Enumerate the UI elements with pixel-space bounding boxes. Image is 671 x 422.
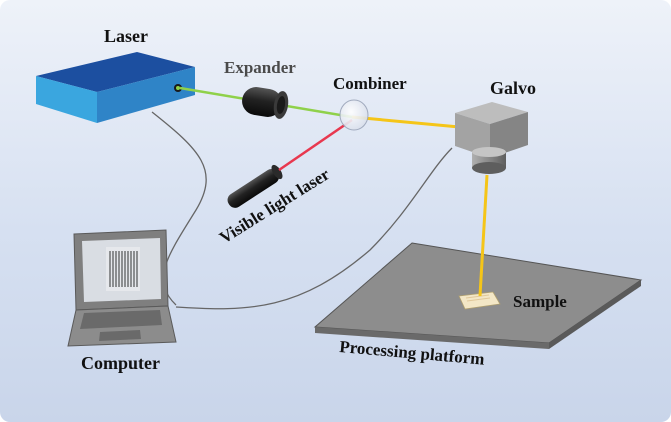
combiner [339,99,369,131]
label-laser: Laser [104,26,148,46]
label-combiner: Combiner [333,74,407,93]
label-sample: Sample [513,292,567,311]
processing-platform [313,242,643,349]
beam-expander [242,87,289,119]
galvo-scanner [455,102,528,174]
yellow-beam-vertical [478,174,489,297]
red-beam [278,118,353,172]
label-expander: Expander [224,58,296,77]
yellow-beam-horizontal [351,115,471,130]
screen-pattern [106,247,140,291]
label-computer: Computer [81,353,160,373]
visible-light-laser [227,164,283,208]
label-galvo: Galvo [490,78,536,98]
sample [458,291,501,310]
laptop-computer [67,229,177,347]
laser-box [36,52,195,123]
